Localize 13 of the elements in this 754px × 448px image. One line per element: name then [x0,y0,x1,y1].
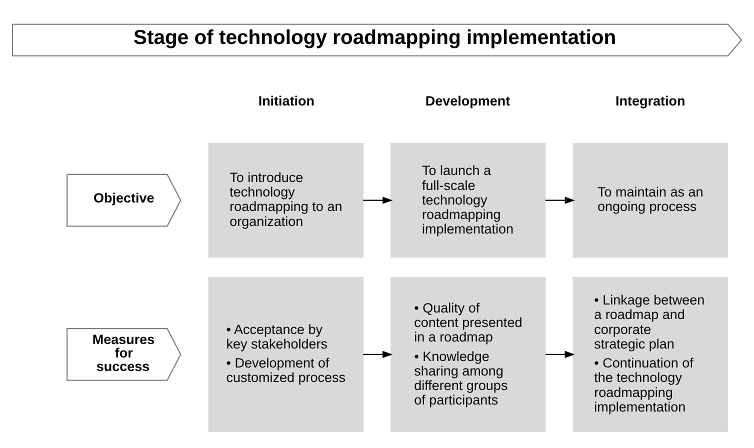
node-box: To introduce technology roadmapping to an organization [208,142,364,258]
label: Development [425,92,510,108]
arrow [363,196,393,204]
arrow [545,350,575,358]
node-box: • Quality of content presented in a roadmap • Knowledge sharing among different groups of participants [390,276,546,432]
node-box: • Acceptance by key stakeholders • Development of customized process [208,276,364,432]
node-box: To maintain as an ongoing process [572,142,728,258]
arrow [363,350,393,358]
node-box: • Linkage between a roadmap and corporate strategic plan • Continuation of the technology roadmapping implementation [572,276,728,432]
arrow [545,196,575,204]
label: Initiation [258,92,315,108]
node-box: To launch a full-scale technology roadmapping implementation [390,142,546,258]
label: Integration [616,92,686,108]
